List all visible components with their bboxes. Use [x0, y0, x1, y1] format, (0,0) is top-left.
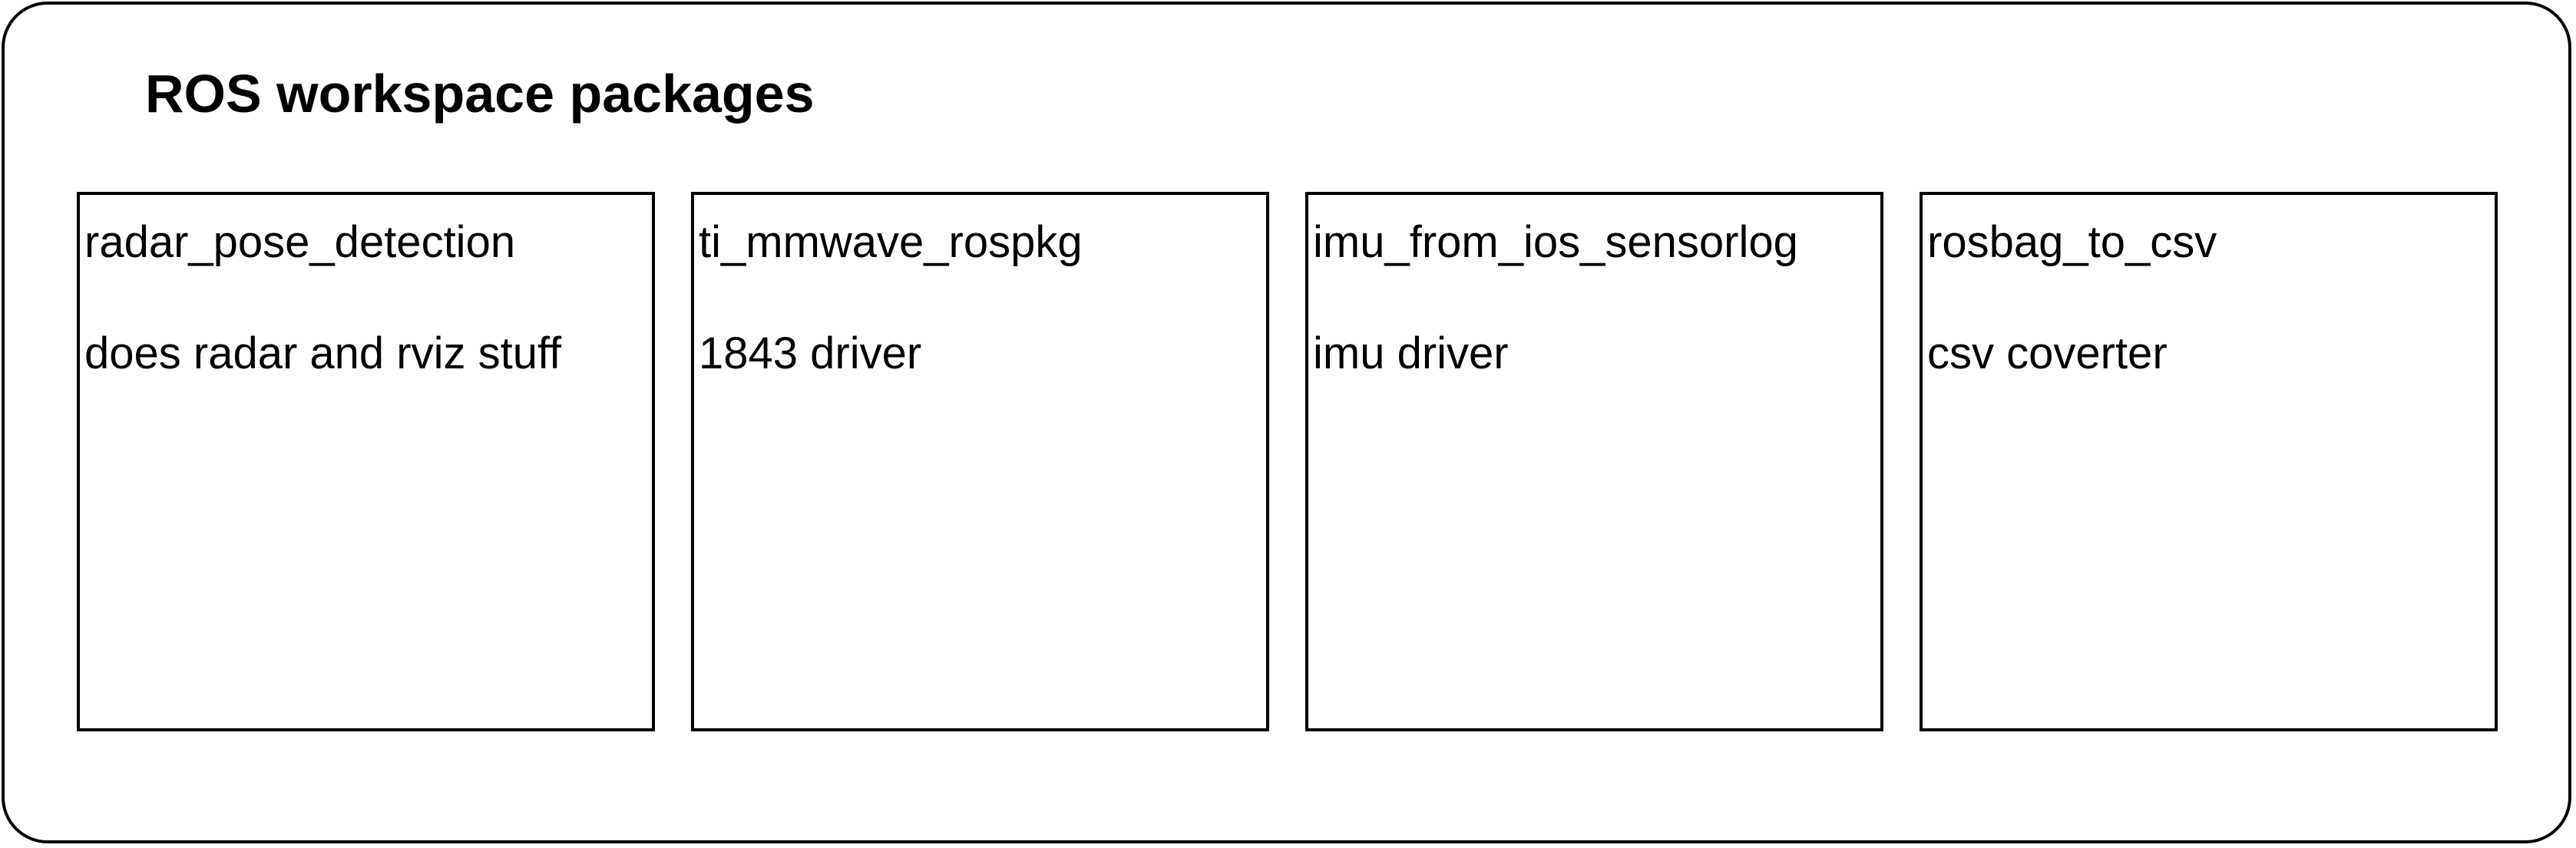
package-description: does radar and rviz stuff	[84, 328, 562, 378]
package-box-imu-from-ios-sensorlog: imu_from_ios_sensorlog imu driver	[1305, 192, 1883, 731]
package-description: 1843 driver	[699, 328, 922, 378]
package-name: ti_mmwave_rospkg	[699, 217, 1083, 267]
package-box-radar-pose-detection: radar_pose_detection does radar and rviz…	[77, 192, 655, 731]
package-description: csv coverter	[1927, 328, 2168, 378]
package-box-rosbag-to-csv: rosbag_to_csv csv coverter	[1920, 192, 2498, 731]
package-description: imu driver	[1313, 328, 1509, 378]
package-name: rosbag_to_csv	[1927, 217, 2217, 267]
diagram-title: ROS workspace packages	[145, 64, 815, 124]
package-name: imu_from_ios_sensorlog	[1313, 217, 1798, 267]
package-name: radar_pose_detection	[84, 217, 516, 267]
package-box-ti-mmwave-rospkg: ti_mmwave_rospkg 1843 driver	[691, 192, 1269, 731]
